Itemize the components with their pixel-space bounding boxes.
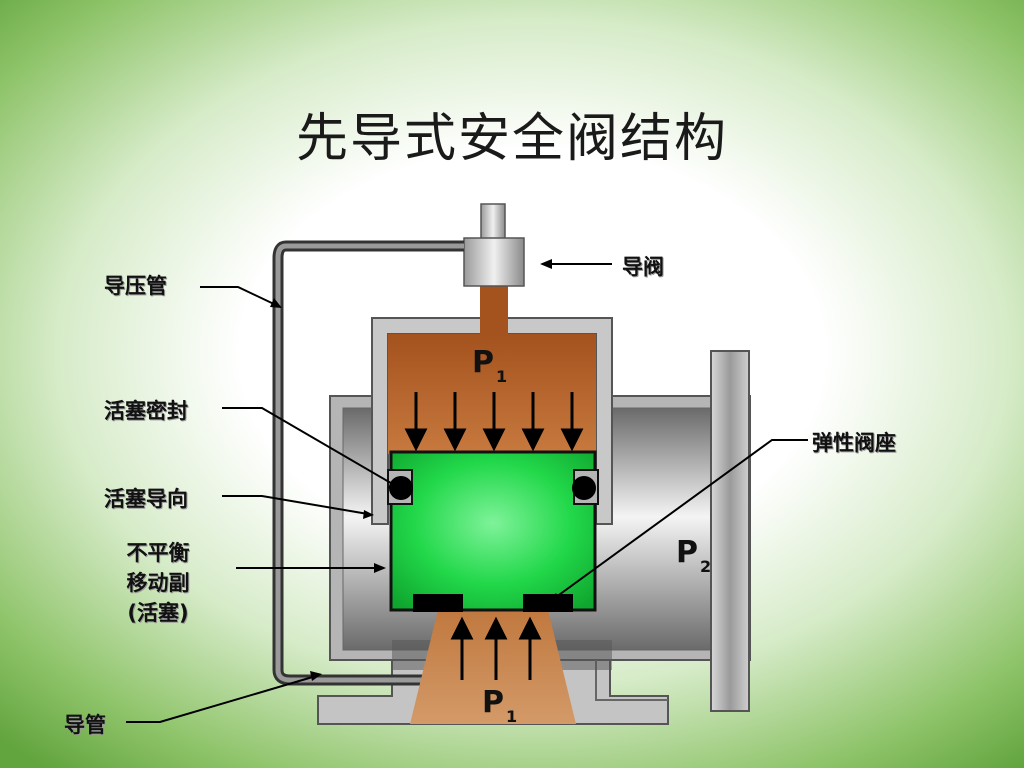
label-pilot-valve: 导阀 bbox=[622, 255, 664, 279]
label-piston-guide: 活塞导向 bbox=[104, 487, 188, 511]
label-unbalanced-pair: 不平衡 移动副 (活塞) bbox=[104, 538, 212, 628]
seal-ring-left bbox=[389, 476, 413, 500]
svg-text:P: P bbox=[472, 345, 494, 380]
page-title: 先导式安全阀结构 bbox=[295, 109, 728, 169]
svg-text:1: 1 bbox=[506, 707, 517, 726]
svg-text:P: P bbox=[676, 535, 698, 570]
down-arrows bbox=[404, 392, 584, 452]
pilot-valve bbox=[463, 203, 525, 287]
piston bbox=[387, 450, 599, 612]
label-unbalanced-line3: (活塞) bbox=[127, 601, 189, 625]
label-unbalanced-line1: 不平衡 bbox=[126, 541, 190, 565]
svg-text:2: 2 bbox=[700, 557, 711, 576]
svg-text:P: P bbox=[482, 685, 504, 720]
seal-ring-right bbox=[572, 476, 596, 500]
pressure-p1-top: P 1 bbox=[472, 345, 507, 386]
label-elastic-seat: 弹性阀座 bbox=[812, 431, 896, 455]
label-pressure-tube: 导压管 bbox=[104, 274, 167, 298]
label-piston-seal: 活塞密封 bbox=[104, 399, 188, 423]
pressure-p2: P 2 bbox=[676, 535, 711, 576]
svg-text:1: 1 bbox=[496, 367, 507, 386]
seat-left bbox=[413, 594, 463, 612]
label-conduit: 导管 bbox=[64, 713, 106, 737]
up-arrows bbox=[450, 616, 542, 680]
label-unbalanced-line2: 移动副 bbox=[126, 571, 190, 595]
leader-lines bbox=[126, 259, 808, 723]
pressure-p1-bottom: P 1 bbox=[482, 685, 517, 726]
